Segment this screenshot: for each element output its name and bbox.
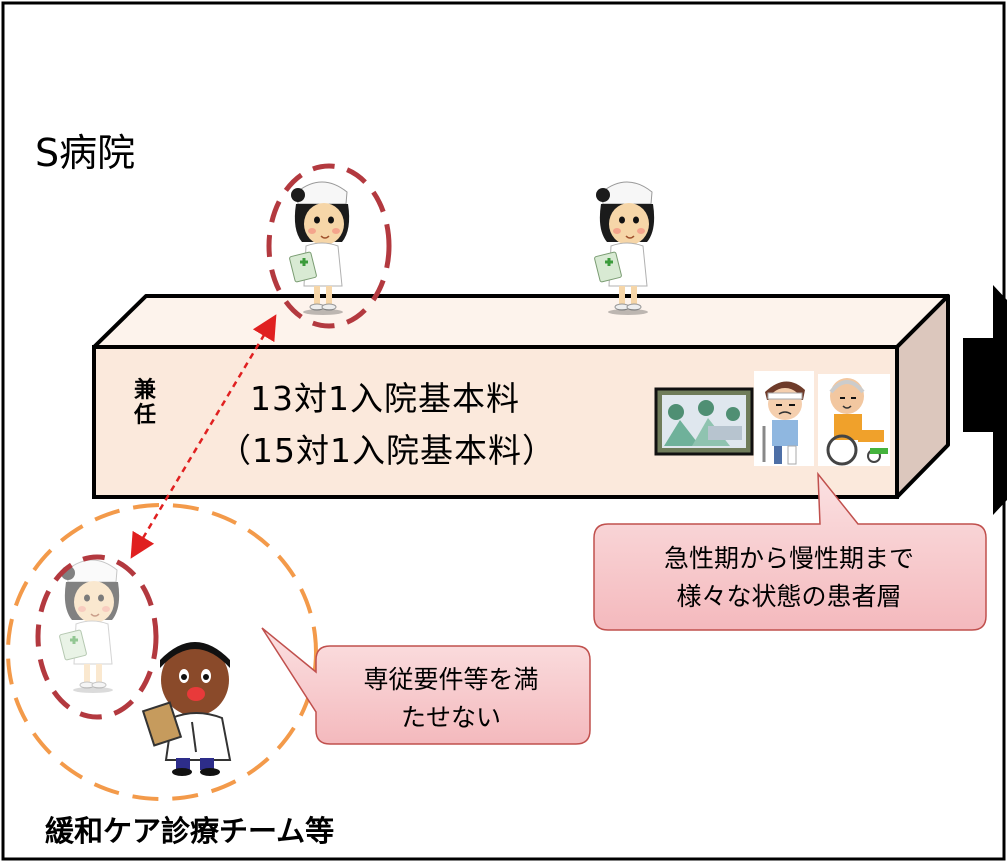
callout-patients bbox=[593, 471, 987, 631]
callout-requirements-text: 専従要件等を満 たせない bbox=[316, 661, 586, 737]
callout-requirements-line2: たせない bbox=[400, 703, 501, 732]
team-label: 緩和ケア診療チーム等 bbox=[45, 814, 335, 848]
ward-box-top bbox=[92, 294, 950, 349]
ward-dual-role-label: 兼任 bbox=[133, 378, 156, 428]
callout-patients-line1: 急性期から慢性期まで bbox=[663, 544, 914, 573]
callout-patients-text: 急性期から慢性期まで 様々な状態の患者層 bbox=[598, 540, 980, 616]
callout-patients-line2: 様々な状態の患者層 bbox=[676, 582, 902, 611]
elderly-wheelchair-icon bbox=[818, 374, 890, 466]
doctor-icon bbox=[141, 642, 232, 776]
injured-patient-icon bbox=[754, 371, 814, 466]
surgery-photo-icon bbox=[654, 387, 754, 456]
forward-arrow-tip-icon bbox=[993, 285, 1007, 515]
nurse-highlight-ring bbox=[35, 554, 159, 720]
ward-fee-label: 13対1入院基本料 bbox=[250, 379, 520, 418]
ward-fee-alt-label: （15対1入院基本料） bbox=[218, 431, 556, 470]
callout-requirements-line1: 専従要件等を満 bbox=[363, 665, 539, 694]
hospital-title: S病院 bbox=[35, 131, 136, 175]
nurse-highlight-ring bbox=[266, 163, 392, 329]
team-circle bbox=[6, 503, 318, 801]
callout-requirements bbox=[261, 627, 591, 745]
